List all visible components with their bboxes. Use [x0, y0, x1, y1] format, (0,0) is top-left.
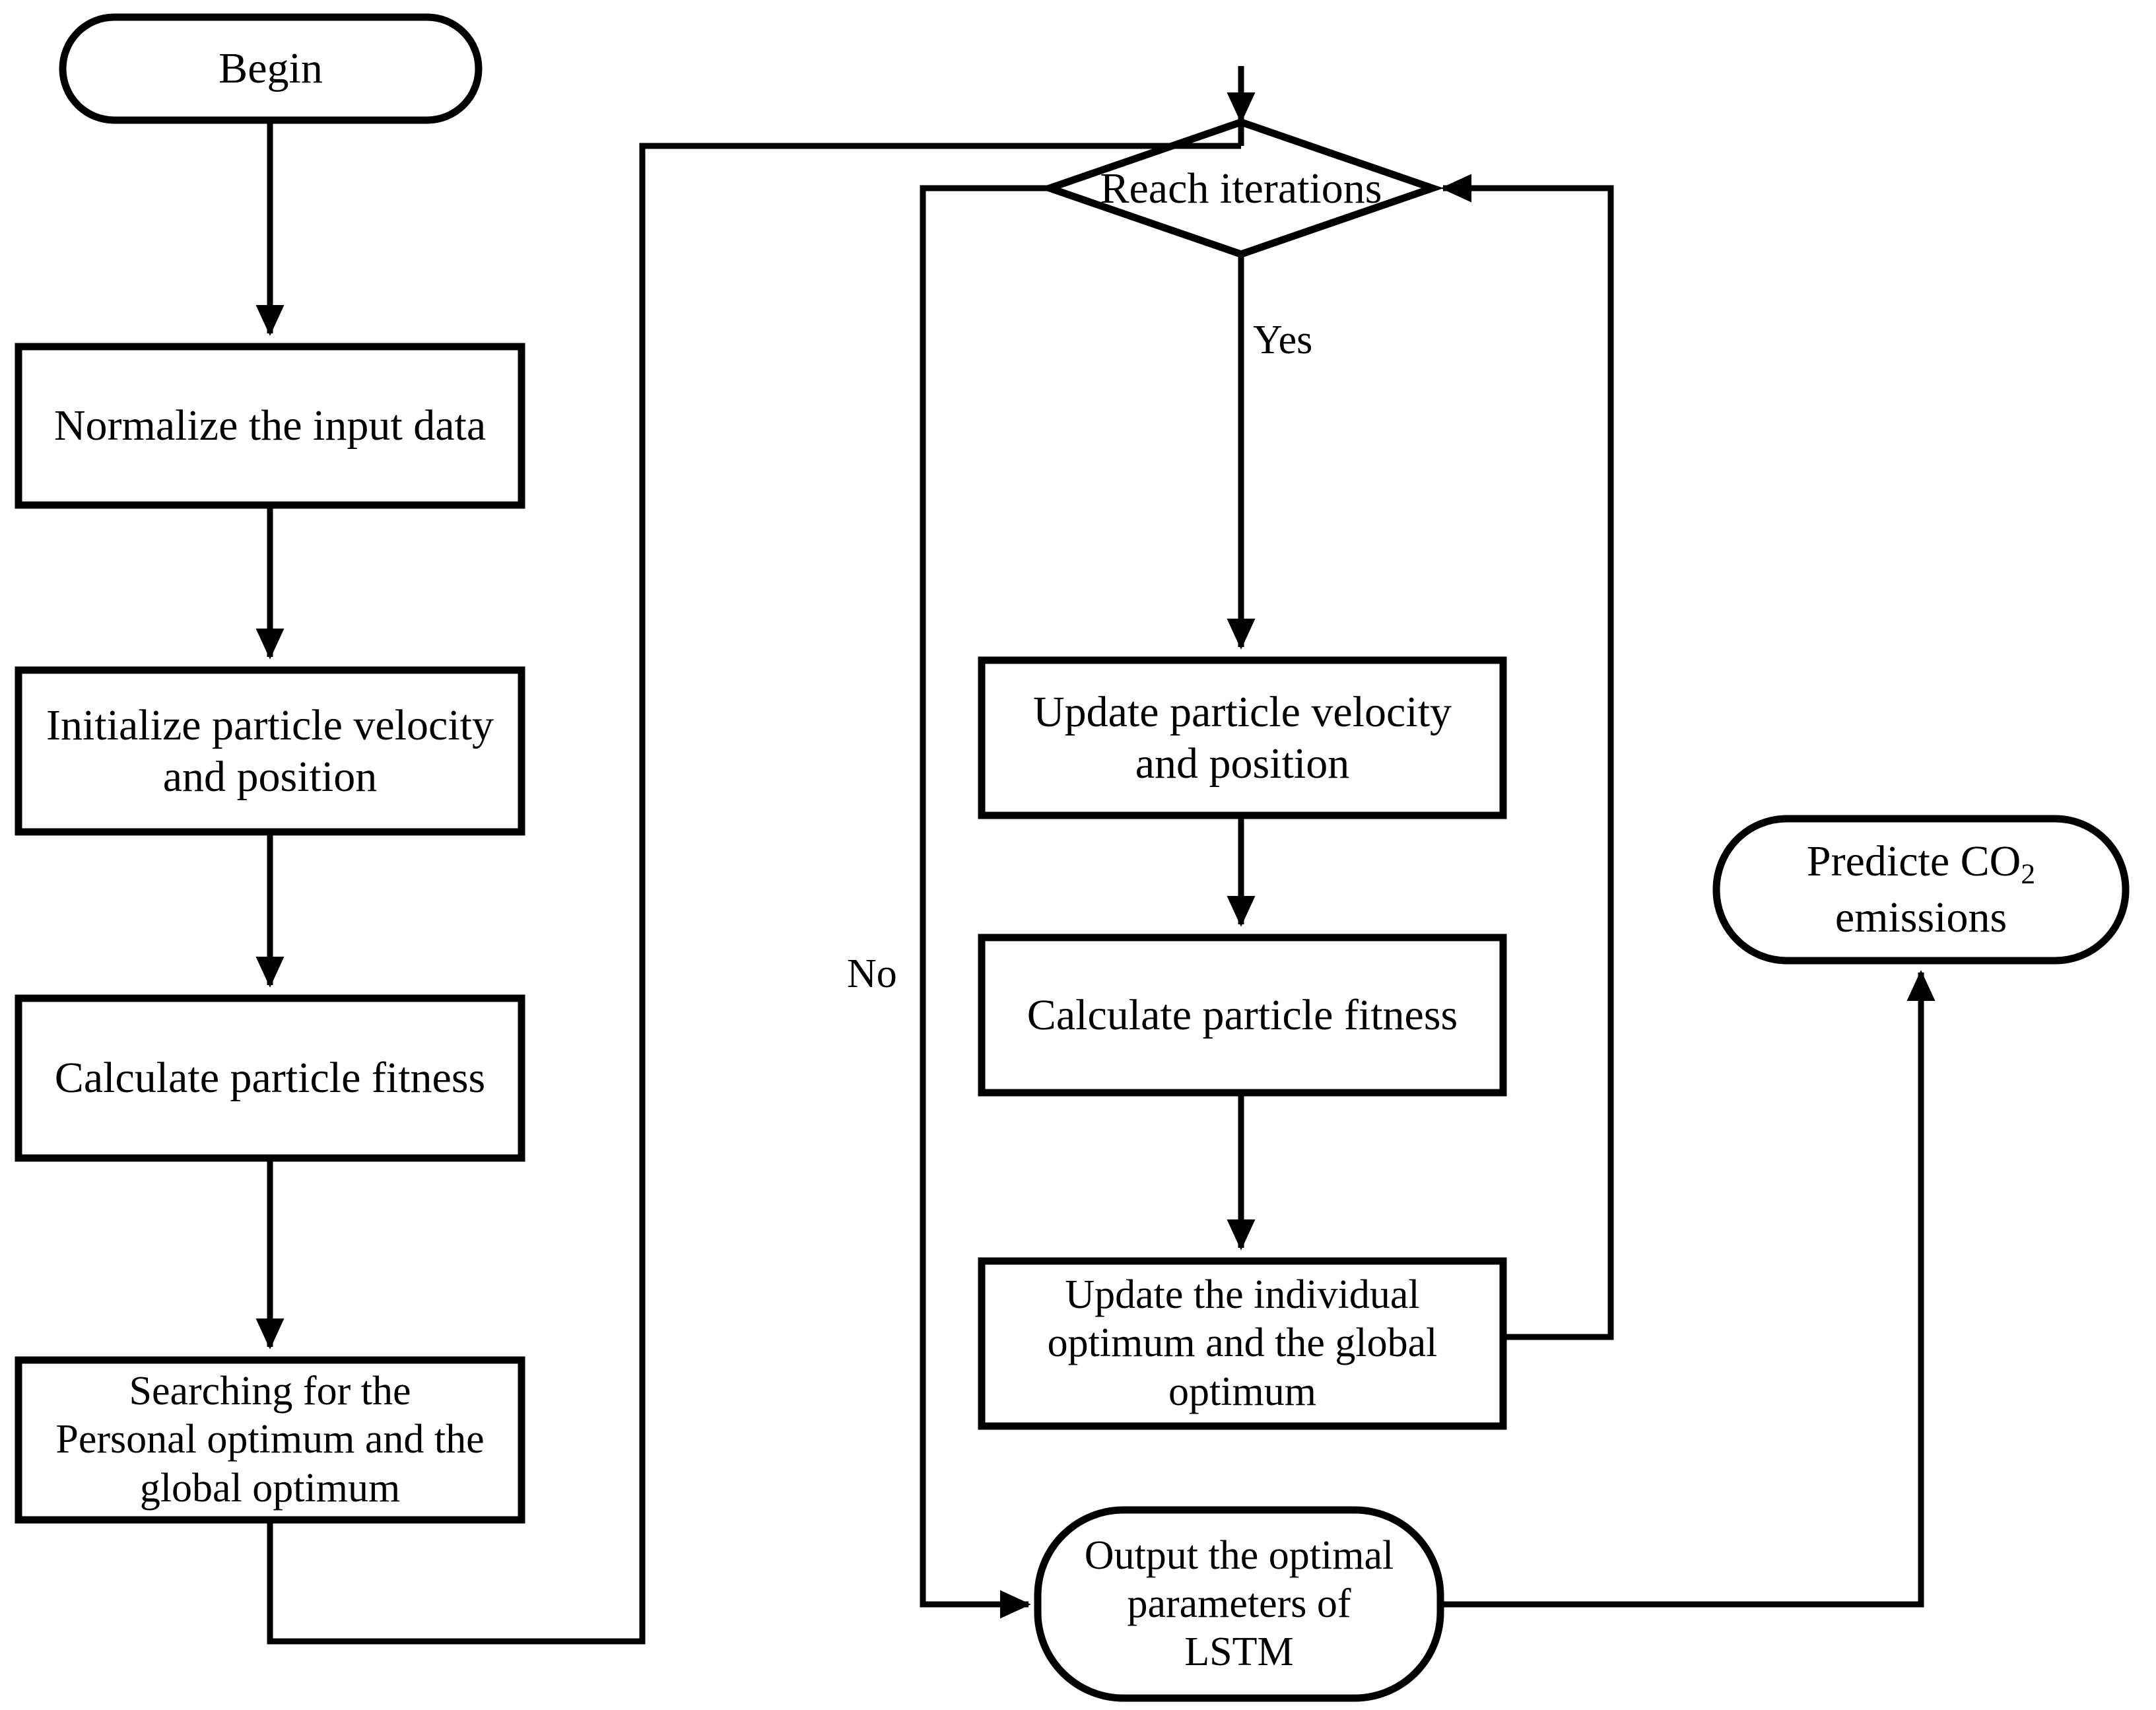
shape-normalize — [15, 343, 525, 509]
shape-init-particle — [15, 666, 525, 836]
edge-updateoptimum-to-reach-iterations — [1485, 185, 1614, 1340]
shape-update-particle — [978, 656, 1507, 819]
shape-begin — [59, 13, 483, 124]
edge-outputlstm-to-predict — [1440, 1004, 1924, 1608]
shape-calc-fitness-left — [15, 994, 525, 1162]
shape-update-optimum — [978, 1257, 1507, 1430]
shape-predict-co2 — [1712, 815, 2130, 965]
edge-searching-to-reach-iterations — [267, 143, 1241, 1645]
edge-label-no: No — [847, 951, 897, 996]
shape-searching — [15, 1356, 525, 1524]
shape-output-lstm — [1034, 1506, 1444, 1702]
shape-calc-fitness-right — [978, 934, 1507, 1097]
edge-label-yes: Yes — [1253, 318, 1313, 362]
